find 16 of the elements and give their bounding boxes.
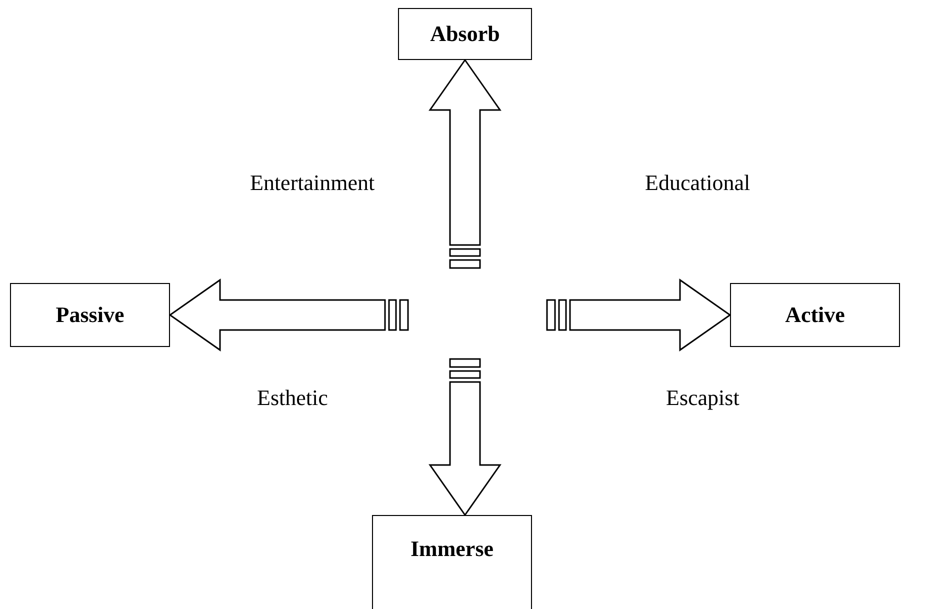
box-label: Active xyxy=(785,302,845,328)
box-label: Immerse xyxy=(410,536,494,562)
box-label: Absorb xyxy=(430,21,500,47)
process-box xyxy=(372,515,532,609)
block-arrow xyxy=(428,58,502,269)
quadrant-label: Esthetic xyxy=(257,385,328,411)
process-box xyxy=(398,8,532,60)
quadrant-label: Educational xyxy=(645,170,750,196)
box-label: Passive xyxy=(56,302,124,328)
quadrant-label: Entertainment xyxy=(250,170,375,196)
process-box xyxy=(10,283,170,347)
block-arrow xyxy=(168,278,409,352)
block-arrow xyxy=(546,278,732,352)
quadrant-label: Escapist xyxy=(666,385,740,411)
block-arrow xyxy=(428,358,502,516)
process-box xyxy=(730,283,900,347)
